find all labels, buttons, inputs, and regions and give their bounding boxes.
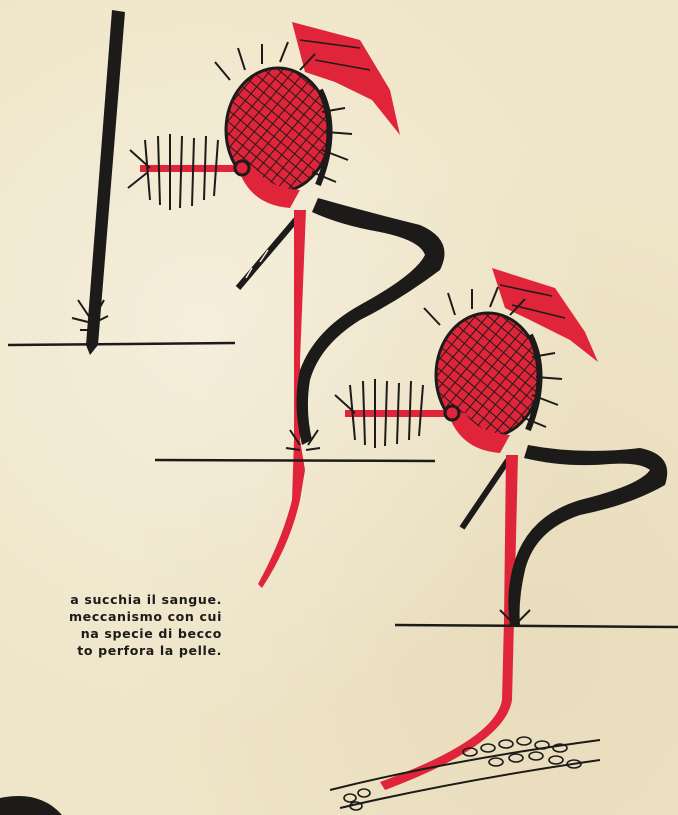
needle-icon xyxy=(8,10,235,355)
caption-line: to perfora la pelle. xyxy=(0,642,222,659)
caption: a succhia il sangue. meccanismo con cui … xyxy=(0,591,222,659)
mosquito-head-icon xyxy=(128,22,400,288)
caption-line: meccanismo con cui xyxy=(0,608,222,625)
caption-line: a succhia il sangue. xyxy=(0,591,222,608)
caption-line: na specie di becco xyxy=(0,625,222,642)
corner-ink-mark xyxy=(0,796,62,815)
proboscis-icon xyxy=(155,198,445,588)
